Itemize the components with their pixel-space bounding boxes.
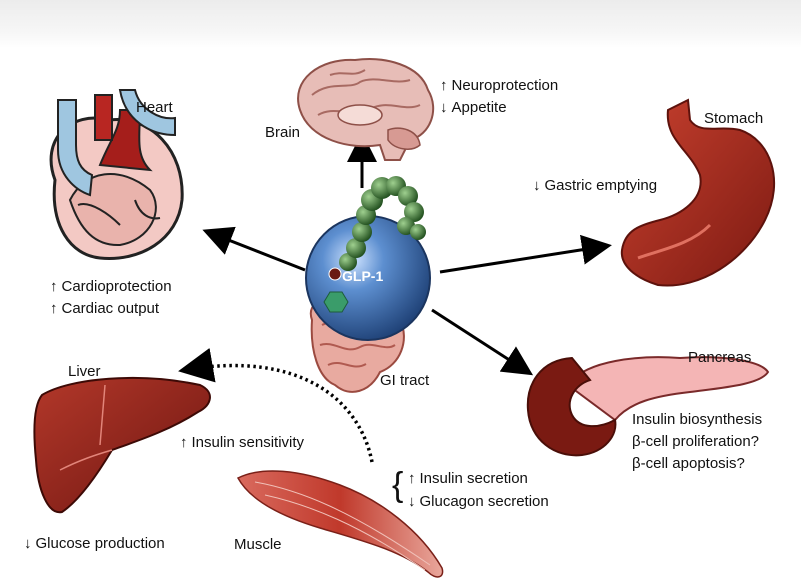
down-arrow-icon: ↓ [440, 99, 448, 116]
arrow-to-heart [208, 232, 305, 270]
up-arrow-icon: ↑ [50, 300, 58, 317]
up-arrow-icon: ↑ [440, 77, 448, 94]
effect-cardiac-output: ↑Cardiac output [50, 300, 159, 318]
down-arrow-icon: ↓ [408, 493, 416, 510]
gi-tract-label: GI tract [380, 372, 429, 390]
stomach-label: Stomach [704, 110, 763, 128]
effect-insulin-sensitivity: ↑Insulin sensitivity [180, 434, 304, 452]
effect-beta-cell-proliferation: β-cell proliferation? [632, 433, 759, 451]
up-arrow-icon: ↑ [408, 470, 416, 487]
up-arrow-icon: ↑ [50, 278, 58, 295]
arrow-to-pancreas [432, 310, 528, 372]
liver-label: Liver [68, 363, 101, 381]
pancreas-label: Pancreas [688, 349, 751, 367]
effect-cardioprotection: ↑Cardioprotection [50, 278, 172, 296]
effect-insulin-secretion: ↑Insulin secretion [408, 470, 528, 488]
glp1-label: GLP-1 [342, 267, 383, 285]
arrow-to-stomach [440, 246, 606, 272]
brace: { [392, 468, 403, 502]
heart-label: Heart [136, 99, 173, 117]
effect-appetite: ↓Appetite [440, 99, 507, 117]
effect-beta-cell-apoptosis: β-cell apoptosis? [632, 455, 745, 473]
brain-label: Brain [265, 124, 300, 142]
muscle-label: Muscle [234, 536, 282, 554]
brain-illustration [298, 59, 433, 160]
effect-insulin-biosynthesis: Insulin biosynthesis [632, 411, 762, 429]
down-arrow-icon: ↓ [24, 535, 32, 552]
up-arrow-icon: ↑ [180, 434, 188, 451]
effect-neuroprotection: ↑Neuroprotection [440, 77, 558, 95]
effect-gastric-emptying: ↓Gastric emptying [533, 177, 657, 195]
effect-glucagon-secretion: ↓Glucagon secretion [408, 493, 549, 511]
effect-glucose-production: ↓Glucose production [24, 535, 165, 553]
down-arrow-icon: ↓ [533, 177, 541, 194]
